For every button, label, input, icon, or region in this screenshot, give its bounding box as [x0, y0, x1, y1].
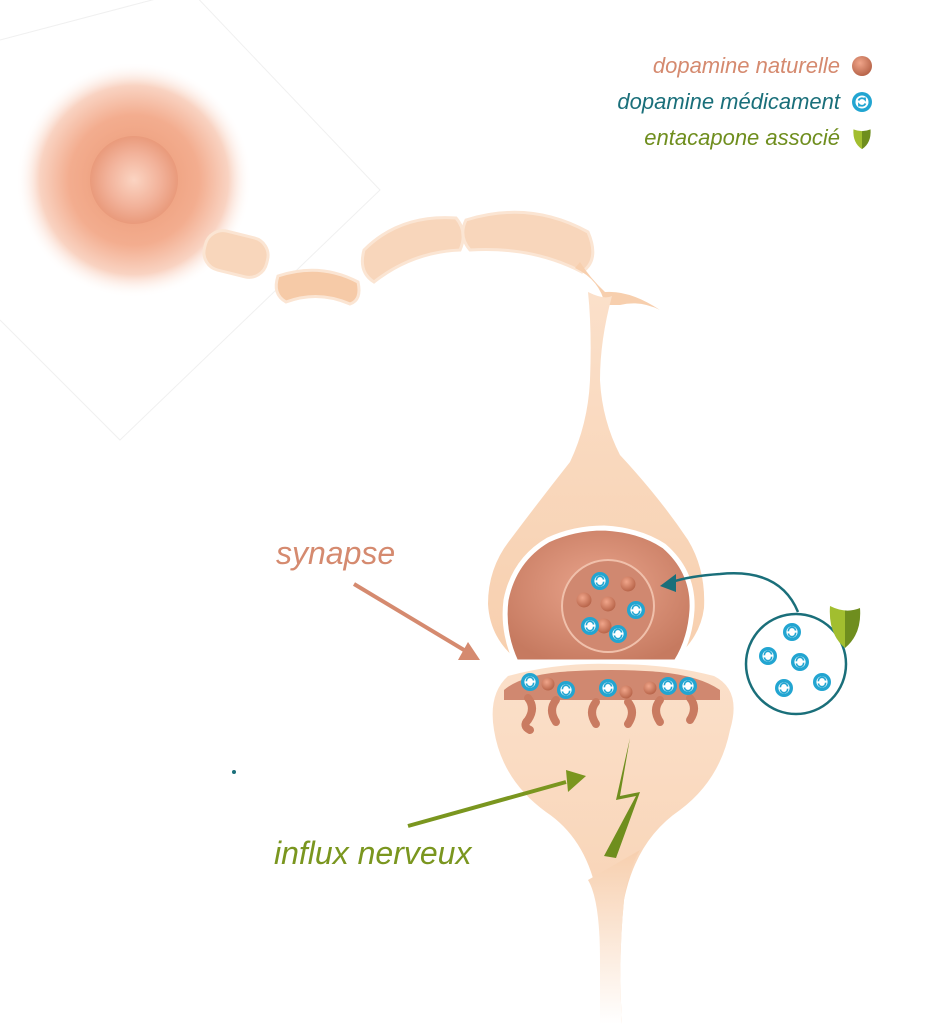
label-influx-nerveux: influx nerveux — [274, 835, 472, 871]
particles — [521, 572, 831, 699]
myelin-segment — [274, 268, 361, 306]
legend-item-drug: dopamine médicament — [454, 84, 874, 120]
natural-dopamine-particle — [576, 592, 592, 608]
receptor — [521, 694, 536, 734]
nerve-impulse-bolt — [604, 738, 640, 858]
influx-arrowhead — [566, 770, 586, 792]
drug-dopamine-particle — [813, 673, 831, 691]
natural-dopamine-particle — [600, 596, 616, 612]
shield-icon — [829, 606, 861, 648]
drug-dopamine-cycle-icon — [852, 92, 872, 112]
drug-dopamine-particle — [609, 625, 627, 643]
natural-dopamine-particle — [596, 618, 612, 634]
receptor — [652, 696, 664, 726]
influx-arrow — [407, 780, 567, 828]
receptors — [521, 694, 698, 734]
legend-item-entacapone: entacapone associé — [454, 120, 874, 156]
natural-dopamine-particle — [619, 685, 633, 699]
natural-dopamine-particle — [541, 677, 555, 691]
receptor — [686, 694, 698, 724]
drug-dopamine-particle — [557, 681, 575, 699]
drug-uptake-arrowhead — [660, 574, 676, 592]
drug-dopamine-particle — [775, 679, 793, 697]
synapse-arrow — [352, 582, 466, 652]
legend-item-natural: dopamine naturelle — [454, 48, 874, 84]
legend-label-entacapone: entacapone associé — [644, 125, 840, 150]
synapse-arrowhead — [458, 642, 480, 660]
natural-dopamine-dot-icon — [852, 56, 872, 76]
drug-dopamine-particle — [791, 653, 809, 671]
drug-dopamine-particle — [679, 677, 697, 695]
legend: dopamine naturelle dopamine médicament e… — [454, 48, 874, 156]
stray-dot — [232, 770, 236, 774]
drug-uptake-arrow — [671, 572, 800, 613]
natural-dopamine-particle — [643, 681, 657, 695]
shield-icon — [853, 129, 871, 150]
drug-dopamine-particle — [581, 617, 599, 635]
drug-dopamine-particle — [759, 647, 777, 665]
natural-dopamine-particle — [620, 576, 636, 592]
legend-label-drug: dopamine médicament — [617, 89, 840, 114]
drug-dopamine-particle — [783, 623, 801, 641]
receptor — [548, 696, 560, 726]
postsynaptic-tail — [588, 850, 640, 1024]
drug-dopamine-particle — [521, 673, 539, 691]
legend-label-natural: dopamine naturelle — [652, 53, 840, 78]
myelin-segment — [461, 210, 595, 274]
myelin-segment — [360, 216, 465, 284]
axon — [202, 210, 660, 310]
drug-dopamine-particle — [627, 601, 645, 619]
cell-nucleus — [90, 136, 178, 224]
label-synapse: synapse — [276, 535, 396, 571]
drug-dopamine-particle — [591, 572, 609, 590]
receptor — [624, 698, 636, 728]
receptor — [588, 698, 600, 728]
axon-connector — [575, 262, 660, 310]
background-diamond — [0, 0, 381, 441]
drug-dopamine-particle — [599, 679, 617, 697]
drug-dopamine-particle — [659, 677, 677, 695]
myelin-segment — [202, 229, 270, 279]
